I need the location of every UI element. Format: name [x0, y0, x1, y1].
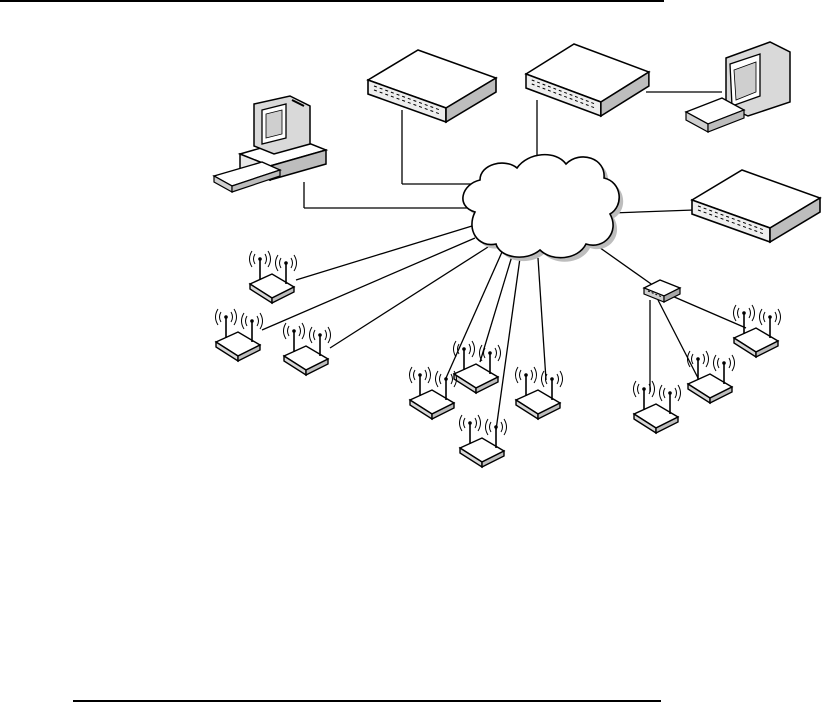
wireless-access-point-icon	[634, 381, 681, 433]
connection-lines	[262, 92, 746, 430]
network-switch-icon	[692, 170, 820, 242]
monitor-computer-icon	[686, 42, 790, 132]
network-switch-icon	[368, 50, 496, 122]
wireless-access-point-icon	[460, 415, 507, 467]
edge-cloud-ap-7	[538, 258, 546, 380]
wireless-access-point-icon	[454, 341, 501, 393]
wireless-access-point-icon	[516, 367, 563, 419]
edge-cloud-small-switch	[596, 245, 654, 286]
wireless-access-point-icon	[216, 309, 263, 361]
edge-cloud-ap-2	[262, 238, 475, 330]
wireless-access-point-icon	[734, 305, 781, 357]
wireless-access-point-icon	[688, 351, 735, 403]
edge-small-switch-ap-9	[658, 300, 698, 378]
desktop-computer-icon	[214, 96, 326, 192]
edge-small-switch-ap-10	[672, 296, 746, 328]
network-switch-icon	[526, 44, 649, 116]
network-cloud-icon	[463, 155, 623, 262]
wireless-access-point-icon	[250, 251, 297, 303]
edge-cloud-ap-1	[296, 226, 472, 280]
wireless-access-point-icon	[410, 367, 457, 419]
wireless-access-point-icon	[284, 323, 331, 375]
edge-switch-right-cloud	[612, 210, 694, 213]
